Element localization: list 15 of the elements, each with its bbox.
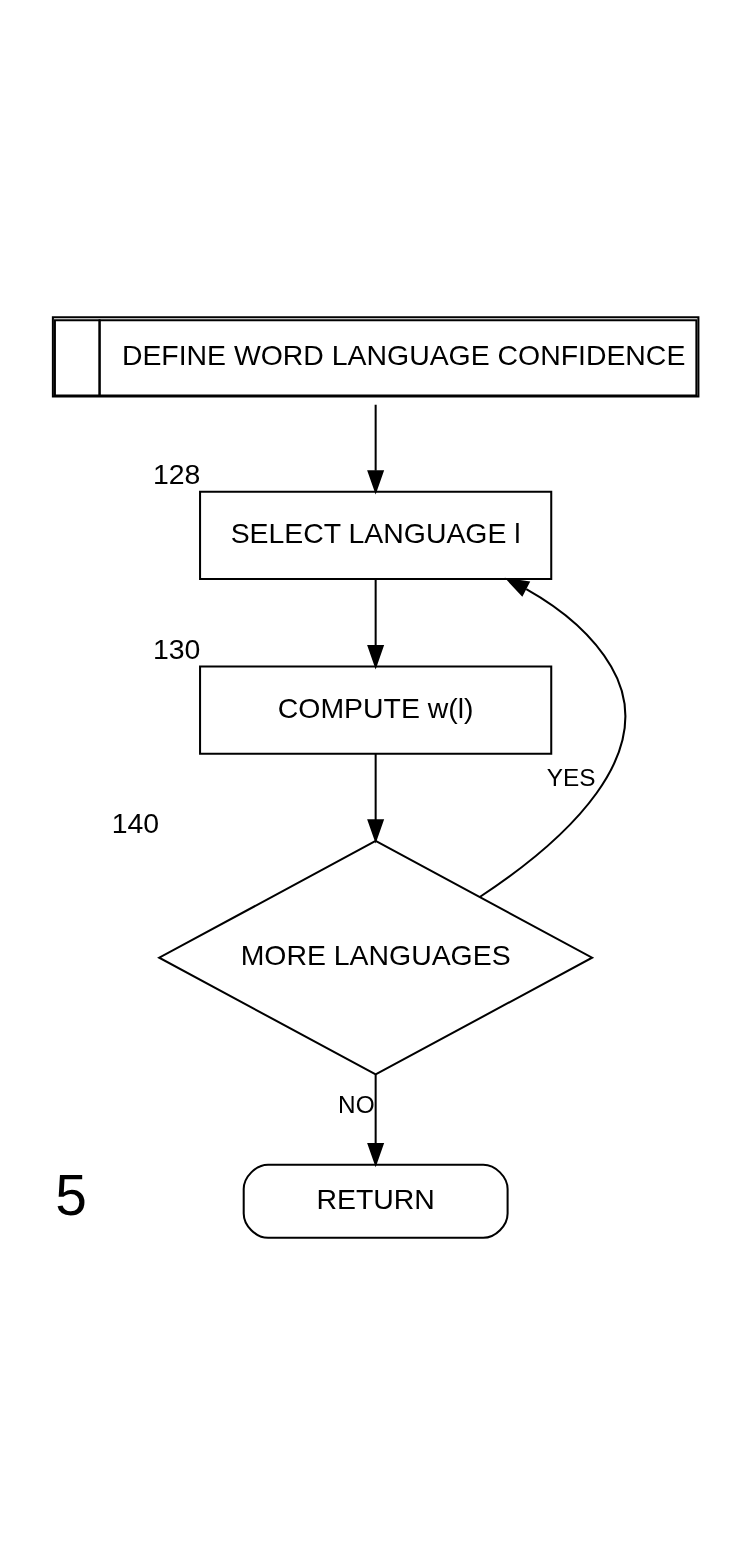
node-diamond: MORE LANGUAGES	[157, 839, 595, 1076]
node-box: COMPUTE w(l)	[199, 665, 553, 755]
label: 5	[55, 1164, 87, 1228]
edge-label: YES	[546, 764, 596, 792]
node-box: SELECT LANGUAGE l	[199, 490, 553, 581]
arrow	[367, 753, 385, 844]
node-label: 130	[153, 632, 201, 665]
node-label: 140	[111, 807, 160, 840]
node-box: RETURN	[242, 1163, 509, 1239]
node-label: 128	[153, 458, 201, 491]
arrow	[367, 579, 385, 670]
edge-label: NO	[338, 1091, 375, 1119]
arrow	[479, 577, 627, 898]
arrow	[367, 404, 385, 495]
arrow	[367, 1074, 385, 1168]
